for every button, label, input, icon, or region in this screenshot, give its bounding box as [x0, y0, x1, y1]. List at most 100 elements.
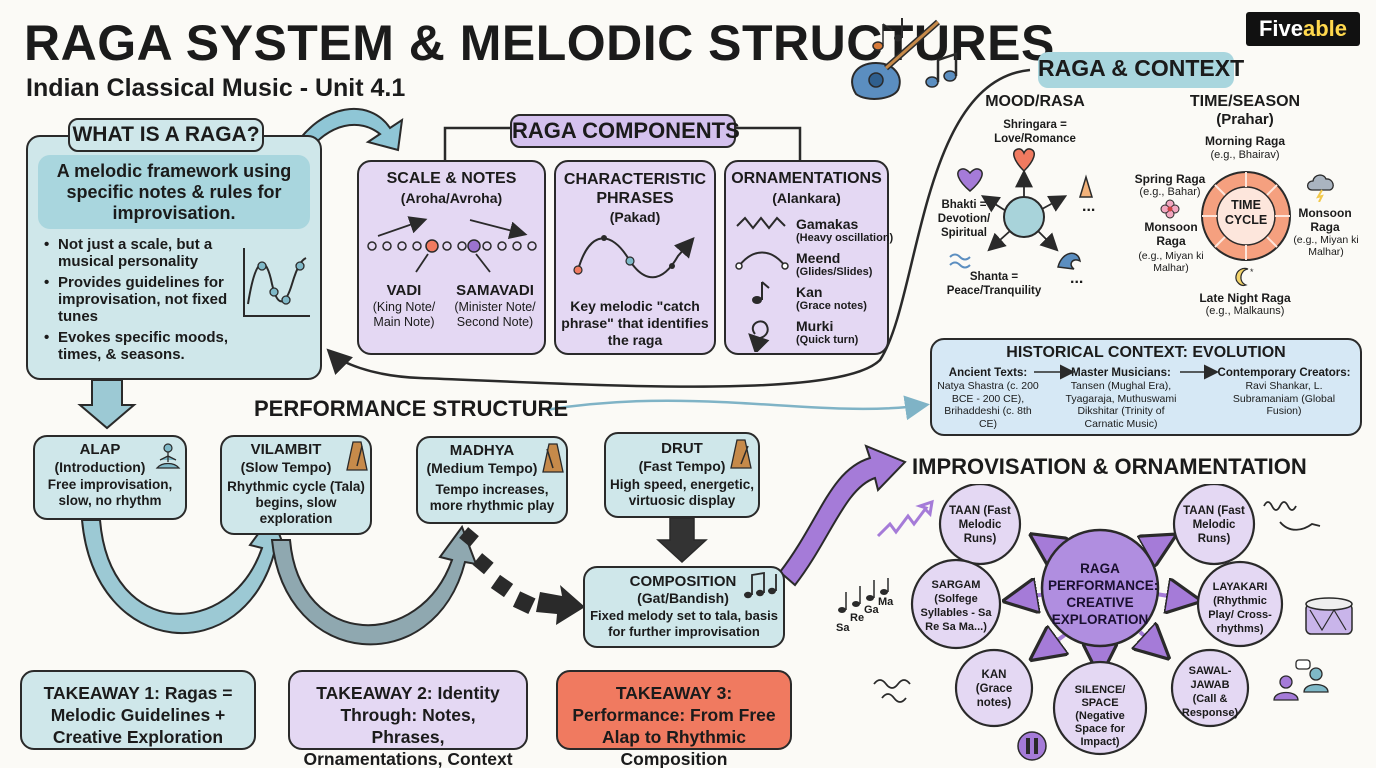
- context-heading: RAGA & CONTEXT: [1038, 52, 1244, 88]
- history-heading: HISTORICAL CONTEXT: EVOLUTION: [1006, 344, 1286, 361]
- ornamentations-title: ORNAMENTATIONS: [731, 170, 882, 187]
- kan-note-icon: [752, 281, 770, 304]
- node-sargam: SARGAM (Solfege Syllables - Sa Re Sa Ma.…: [920, 579, 992, 633]
- metronome-icon: [730, 439, 752, 469]
- sitar-icon: [851, 19, 940, 100]
- ornament-icons: [735, 216, 789, 352]
- vilambit-to-madhya-arrow: [270, 524, 478, 646]
- mood-shringara: Shringara = Love/Romance: [994, 119, 1076, 145]
- node-layakari: LAYAKARI (Rhythmic Play/ Cross-rhythms): [1208, 581, 1272, 635]
- taan-zigzag-icon: [876, 499, 934, 538]
- history-contemporary-body: Ravi Shankar, L. Subramaniam (Global Fus…: [1232, 380, 1336, 417]
- mood-shanta: Shanta = Peace/Tranquility: [946, 271, 1042, 297]
- madhya-desc: Tempo increases, more rhythmic play: [429, 482, 555, 513]
- context-loop-arrow: [326, 68, 1031, 388]
- stage-drut[interactable]: [604, 432, 760, 518]
- alap-sub: (Introduction): [54, 459, 146, 475]
- vadi-desc: (King Note/ Main Note): [372, 300, 436, 329]
- madhya-title: MADHYA: [449, 442, 515, 459]
- node-kan: KAN (Grace notes): [975, 669, 1013, 709]
- ornament-item-desc: (Heavy oscillation): [796, 232, 894, 244]
- flower-icon: [1160, 199, 1180, 219]
- mood-wheel: [949, 148, 1094, 270]
- time-cycle-wheel: [1201, 171, 1291, 261]
- stage-vilambit[interactable]: [220, 435, 372, 535]
- takeaway-3: TAKEAWAY 3: Performance: From Free Alap …: [556, 670, 792, 768]
- drut-desc: High speed, energetic, virtuosic display: [609, 477, 755, 508]
- ornament-item-desc: (Quick turn): [796, 334, 859, 346]
- time-morning: Morning Raga: [1205, 134, 1285, 148]
- time-night: Late Night Raga: [1199, 291, 1291, 305]
- time-monsoon-left-eg: (e.g., Miyan ki Malhar): [1138, 250, 1204, 274]
- murki-turn-icon: [748, 320, 770, 352]
- moon-icon: *: [1235, 267, 1254, 287]
- samavadi-label: SAMAVADI: [456, 282, 534, 299]
- mood-more-dots: ...: [1082, 198, 1096, 215]
- page-subtitle: Indian Classical Music - Unit 4.1: [26, 74, 406, 102]
- history-timeline-arrows: [1034, 364, 1219, 380]
- history-ancient-body: Natya Shastra (c. 200 BCE - 200 CE), Bri…: [937, 380, 1039, 430]
- time-morning-eg: (e.g., Bhairav): [1210, 149, 1280, 161]
- heart-icon: [1013, 148, 1035, 173]
- scale-notes-card: [357, 160, 546, 355]
- components-heading: RAGA COMPONENTS: [510, 114, 740, 148]
- sargam-syllable: Ga: [864, 604, 879, 616]
- vilambit-sub: (Slow Tempo): [240, 459, 332, 475]
- composition-to-improv-arrow: [778, 444, 907, 587]
- time-cycle-label: TIME CYCLE: [1224, 198, 1268, 227]
- music-notes-icon: [872, 18, 958, 88]
- storm-cloud-icon: [1306, 174, 1334, 202]
- scale-notes-sub: (Aroha/Avroha): [400, 190, 503, 206]
- meditation-icon: [155, 443, 181, 469]
- time-spring: Spring Raga: [1134, 172, 1206, 186]
- history-masters-body: Tansen (Mughal Era), Tyagaraja, Muthuswa…: [1065, 380, 1177, 430]
- wave-icon: [1057, 252, 1081, 270]
- performance-to-history-arrow: [544, 395, 930, 421]
- history-masters-title: Master Musicians:: [1071, 367, 1171, 379]
- time-monsoon-right-eg: (e.g., Miyan ki Malhar): [1293, 234, 1359, 258]
- drut-to-composition-arrow: [656, 517, 708, 564]
- ornament-item-desc: (Grace notes): [796, 300, 867, 312]
- vilambit-desc: Rhythmic cycle (Tala) begins, slow explo…: [227, 479, 365, 526]
- raga-bullet-list: Not just a scale, but a musical personal…: [44, 236, 234, 367]
- sargam-notes-icon: [838, 578, 889, 613]
- madhya-to-composition-arrow: [459, 527, 585, 625]
- alap-desc: Free improvisation, slow, no rhythm: [47, 477, 173, 508]
- down-arrow-to-alap: [77, 379, 137, 430]
- shanta-wave-icon: [949, 253, 971, 269]
- sargam-syllable: Re: [850, 612, 865, 624]
- drum-icon: [1305, 597, 1353, 635]
- pause-icon: [1017, 731, 1047, 761]
- improv-center: RAGA PERFORMANCE: CREATIVE EXPLORATION: [1048, 561, 1159, 627]
- meend-glide-icon: [738, 251, 786, 267]
- prayer-hands-icon: [1078, 174, 1094, 198]
- phrases-desc: Key melodic "catch phrase" that identifi…: [561, 298, 709, 348]
- composition-desc: Fixed melody set to tala, basis for furt…: [590, 608, 778, 639]
- node-taan-right: TAAN (Fast Melodic Runs): [1183, 505, 1245, 545]
- stage-madhya[interactable]: [416, 436, 568, 524]
- mood-more-dots: ...: [1070, 270, 1084, 287]
- mood-bhakti: Bhakti = Devotion/ Spiritual: [937, 199, 991, 239]
- phrases-sub: (Pakad): [609, 209, 661, 225]
- ornamentations-sub: (Alankara): [772, 190, 841, 206]
- improv-heading: IMPROVISATION & ORNAMENTATION: [912, 454, 1307, 479]
- improv-network: [873, 484, 1353, 761]
- bhakti-heart-icon: [957, 168, 983, 192]
- phrases-title: CHARACTERISTIC PHRASES: [563, 171, 707, 207]
- node-silence: SILENCE/ SPACE (Negative Space for Impac…: [1074, 684, 1126, 748]
- bullet-item: Evokes specific moods, times, & seasons.: [44, 329, 234, 363]
- bullet-item: Not just a scale, but a musical personal…: [44, 236, 234, 270]
- kan-wave-icon: [873, 679, 911, 703]
- ornamentations-card: [724, 160, 889, 355]
- bullet-item: Provides guidelines for improvisation, n…: [44, 274, 234, 325]
- time-monsoon-right: Monsoon Raga: [1298, 206, 1352, 234]
- node-sawal-jawab: SAWAL-JAWAB (Call & Response): [1181, 665, 1239, 719]
- mood-heading: MOOD/RASA: [985, 93, 1085, 110]
- samavadi-desc: (Minister Note/ Second Note): [454, 300, 536, 329]
- gamaka-wave-icon: [736, 216, 786, 230]
- node-taan-left: TAAN (Fast Melodic Runs): [949, 505, 1011, 545]
- stage-alap[interactable]: [33, 435, 187, 520]
- brand-logo[interactable]: Fiveable: [1246, 12, 1360, 46]
- ornament-item: Gamakas: [796, 216, 859, 232]
